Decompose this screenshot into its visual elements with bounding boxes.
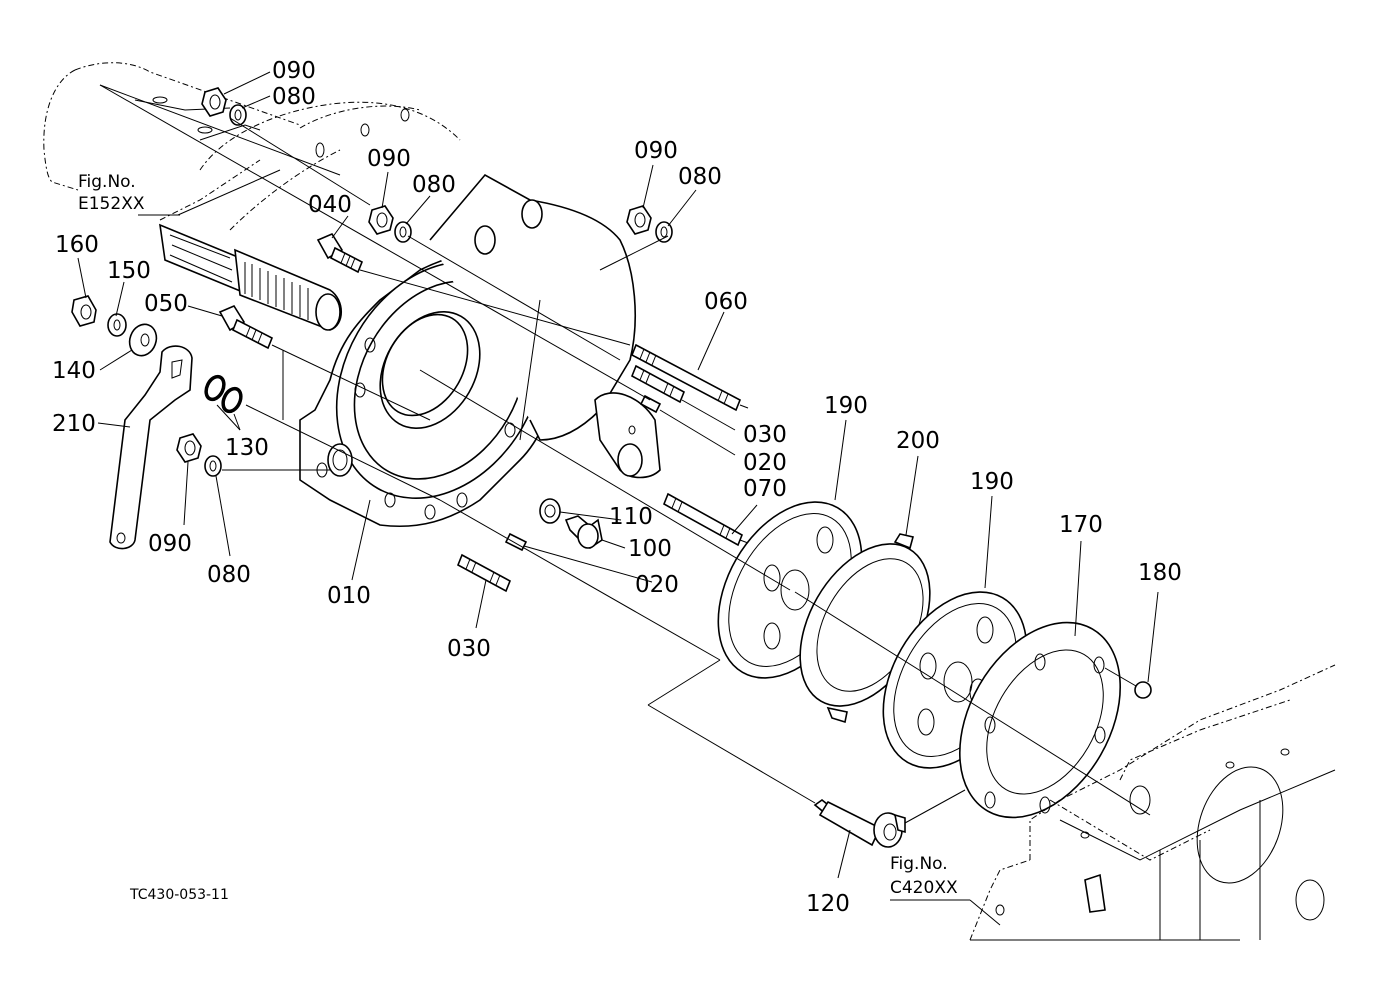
brake-bracket [429, 173, 661, 479]
callout-080: 080 [678, 164, 722, 190]
plate-170 [959, 621, 1121, 819]
splined-shaft [159, 223, 343, 331]
stud-030-a [630, 364, 686, 404]
callout-100: 100 [628, 536, 672, 562]
bolt-040 [316, 232, 364, 274]
callout-210: 210 [52, 411, 96, 437]
nut-160 [71, 295, 97, 327]
o-rings-130 [204, 374, 243, 414]
callout-160: 160 [55, 232, 99, 258]
figure-reference-e152xx: Fig.No. E152XX [78, 172, 145, 214]
fig-ref-code: C420XX [890, 878, 958, 898]
callout-020: 020 [743, 450, 787, 476]
washer-150 [107, 313, 127, 337]
callout-090: 090 [148, 531, 192, 557]
fig-ref-code: E152XX [78, 194, 145, 214]
pin-020-a [639, 394, 662, 414]
callout-070: 070 [743, 476, 787, 502]
callout-150: 150 [107, 258, 151, 284]
ball-180 [1134, 681, 1152, 699]
callout-labels: 090 080 090 080 090 080 040 160 150 050 … [52, 58, 1182, 917]
callout-180: 180 [1138, 560, 1182, 586]
callout-030: 030 [743, 422, 787, 448]
callout-080: 080 [207, 562, 251, 588]
axle-housing-reference [43, 62, 461, 231]
leader-lines [77, 71, 1159, 926]
fig-ref-prefix: Fig.No. [890, 854, 948, 874]
callout-170: 170 [1059, 512, 1103, 538]
nut-090-b [368, 205, 394, 235]
callout-140: 140 [52, 358, 96, 384]
lever-210 [109, 345, 193, 550]
bolt-050 [218, 304, 274, 350]
stud-060 [630, 343, 742, 412]
drawing-code: TC430-053-11 [129, 887, 229, 903]
callout-190: 190 [970, 469, 1014, 495]
nut-090-d [176, 433, 202, 463]
callout-020: 020 [635, 572, 679, 598]
figure-reference-c420xx: Fig.No. C420XX [890, 854, 958, 898]
callout-060: 060 [704, 289, 748, 315]
washer-080-d [204, 455, 222, 477]
callout-090: 090 [634, 138, 678, 164]
washer-140 [128, 323, 158, 357]
callout-040: 040 [308, 192, 352, 218]
nut-090-a [201, 87, 227, 117]
cam-shaft-120 [813, 798, 906, 848]
callout-010: 010 [327, 583, 371, 609]
stud-030-b [456, 553, 512, 593]
transmission-case-reference [969, 664, 1336, 941]
callout-190: 190 [824, 393, 868, 419]
callout-130: 130 [225, 435, 269, 461]
washer-080-a [229, 104, 247, 126]
callout-090: 090 [272, 58, 316, 84]
washer-080-b [394, 221, 412, 243]
callout-080: 080 [272, 84, 316, 110]
washer-080-c [655, 221, 673, 243]
callout-110: 110 [609, 504, 653, 530]
seal-washer-110 [539, 498, 561, 524]
callout-050: 050 [144, 291, 188, 317]
fig-ref-prefix: Fig.No. [78, 172, 136, 192]
callout-030: 030 [447, 636, 491, 662]
callout-090: 090 [367, 146, 411, 172]
assembly-center-lines [99, 84, 1151, 824]
callout-080: 080 [412, 172, 456, 198]
nut-090-c [626, 205, 652, 235]
callout-120: 120 [806, 891, 850, 917]
stud-070 [662, 492, 744, 547]
plug-100 [564, 515, 603, 549]
callout-200: 200 [896, 428, 940, 454]
